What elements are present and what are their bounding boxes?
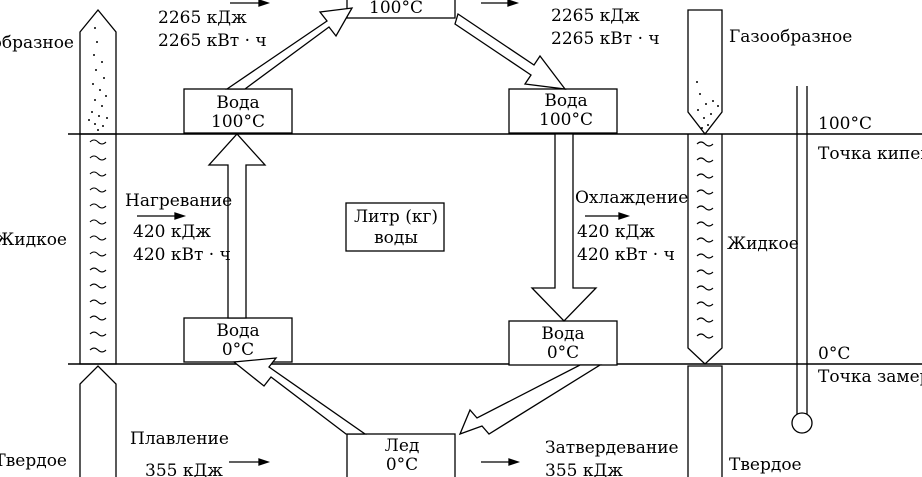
box-left-lower-line1: Вода bbox=[216, 321, 259, 341]
heating-kwh: 420 кВт · ч bbox=[133, 245, 231, 265]
box-bottom-line1: Лед bbox=[385, 436, 420, 456]
box-left-upper bbox=[183, 88, 293, 134]
box-left-upper-line2: 100°С bbox=[211, 112, 265, 132]
arrow-condensation bbox=[454, 12, 567, 90]
freezing-point-label: Точка замерзания bbox=[818, 367, 922, 387]
box-bottom-line2: 0°С bbox=[386, 455, 418, 475]
right-liquid-waves bbox=[696, 141, 714, 339]
box-left-lower-line2: 0°С bbox=[222, 340, 254, 360]
boiling-point-label: Точка кипения bbox=[818, 144, 922, 164]
cooling-kwh: 420 кВт · ч bbox=[577, 245, 675, 265]
right-liquid-label: Жидкое bbox=[727, 234, 799, 254]
solidification-kj: 355 кДж bbox=[545, 461, 623, 477]
box-bottom bbox=[346, 433, 456, 477]
box-center-line2: воды bbox=[374, 228, 418, 248]
heating-kj: 420 кДж bbox=[133, 222, 211, 242]
right-solid-label: Твердое bbox=[729, 455, 802, 475]
solidification-label: Затвердевание bbox=[545, 438, 679, 458]
heating-label: Нагревание bbox=[125, 191, 232, 211]
left-gas-label: Газообразное bbox=[0, 33, 74, 53]
left-liquid-label: Жидкое bbox=[0, 230, 67, 250]
cond-right-kj: 2265 кДж bbox=[551, 6, 640, 26]
thermometer-icon bbox=[791, 86, 813, 434]
box-right-upper-line2: 100°С bbox=[539, 110, 593, 130]
arrow-solidification bbox=[458, 364, 603, 436]
left-gas-particles bbox=[88, 27, 108, 131]
arrow-evaporation bbox=[224, 7, 354, 90]
melting-kj: 355 кДж bbox=[145, 461, 223, 477]
box-center-line1: Литр (кг) bbox=[354, 207, 438, 227]
cooling-label: Охлаждение bbox=[575, 188, 688, 208]
arrow-heating bbox=[207, 133, 267, 319]
evap-left-kwh: 2265 кВт · ч bbox=[158, 31, 267, 51]
right-column bbox=[687, 9, 723, 477]
box-right-lower-line1: Вода bbox=[541, 324, 584, 344]
small-arrows bbox=[137, 0, 631, 466]
box-center bbox=[345, 202, 445, 252]
boiling-temp: 100°С bbox=[818, 114, 872, 134]
right-gas-particles bbox=[696, 81, 719, 129]
box-right-upper bbox=[508, 88, 618, 134]
box-top-temp: 100°С bbox=[369, 0, 423, 18]
box-left-upper-line1: Вода bbox=[216, 93, 259, 113]
cooling-kj: 420 кДж bbox=[577, 222, 655, 242]
freezing-temp: 0°С bbox=[818, 344, 850, 364]
arrow-cooling bbox=[530, 133, 598, 322]
left-column bbox=[79, 8, 117, 477]
right-gas-label: Газообразное bbox=[729, 27, 852, 47]
left-solid-label: Твердое bbox=[0, 451, 67, 471]
evap-left-kj: 2265 кДж bbox=[158, 8, 247, 28]
left-liquid-waves bbox=[89, 139, 107, 353]
cond-right-kwh: 2265 кВт · ч bbox=[551, 29, 660, 49]
arrow-melting bbox=[232, 357, 368, 435]
melting-label: Плавление bbox=[130, 429, 229, 449]
box-right-lower bbox=[508, 320, 618, 366]
box-right-upper-line1: Вода bbox=[544, 91, 587, 111]
box-right-lower-line2: 0°С bbox=[547, 343, 579, 363]
